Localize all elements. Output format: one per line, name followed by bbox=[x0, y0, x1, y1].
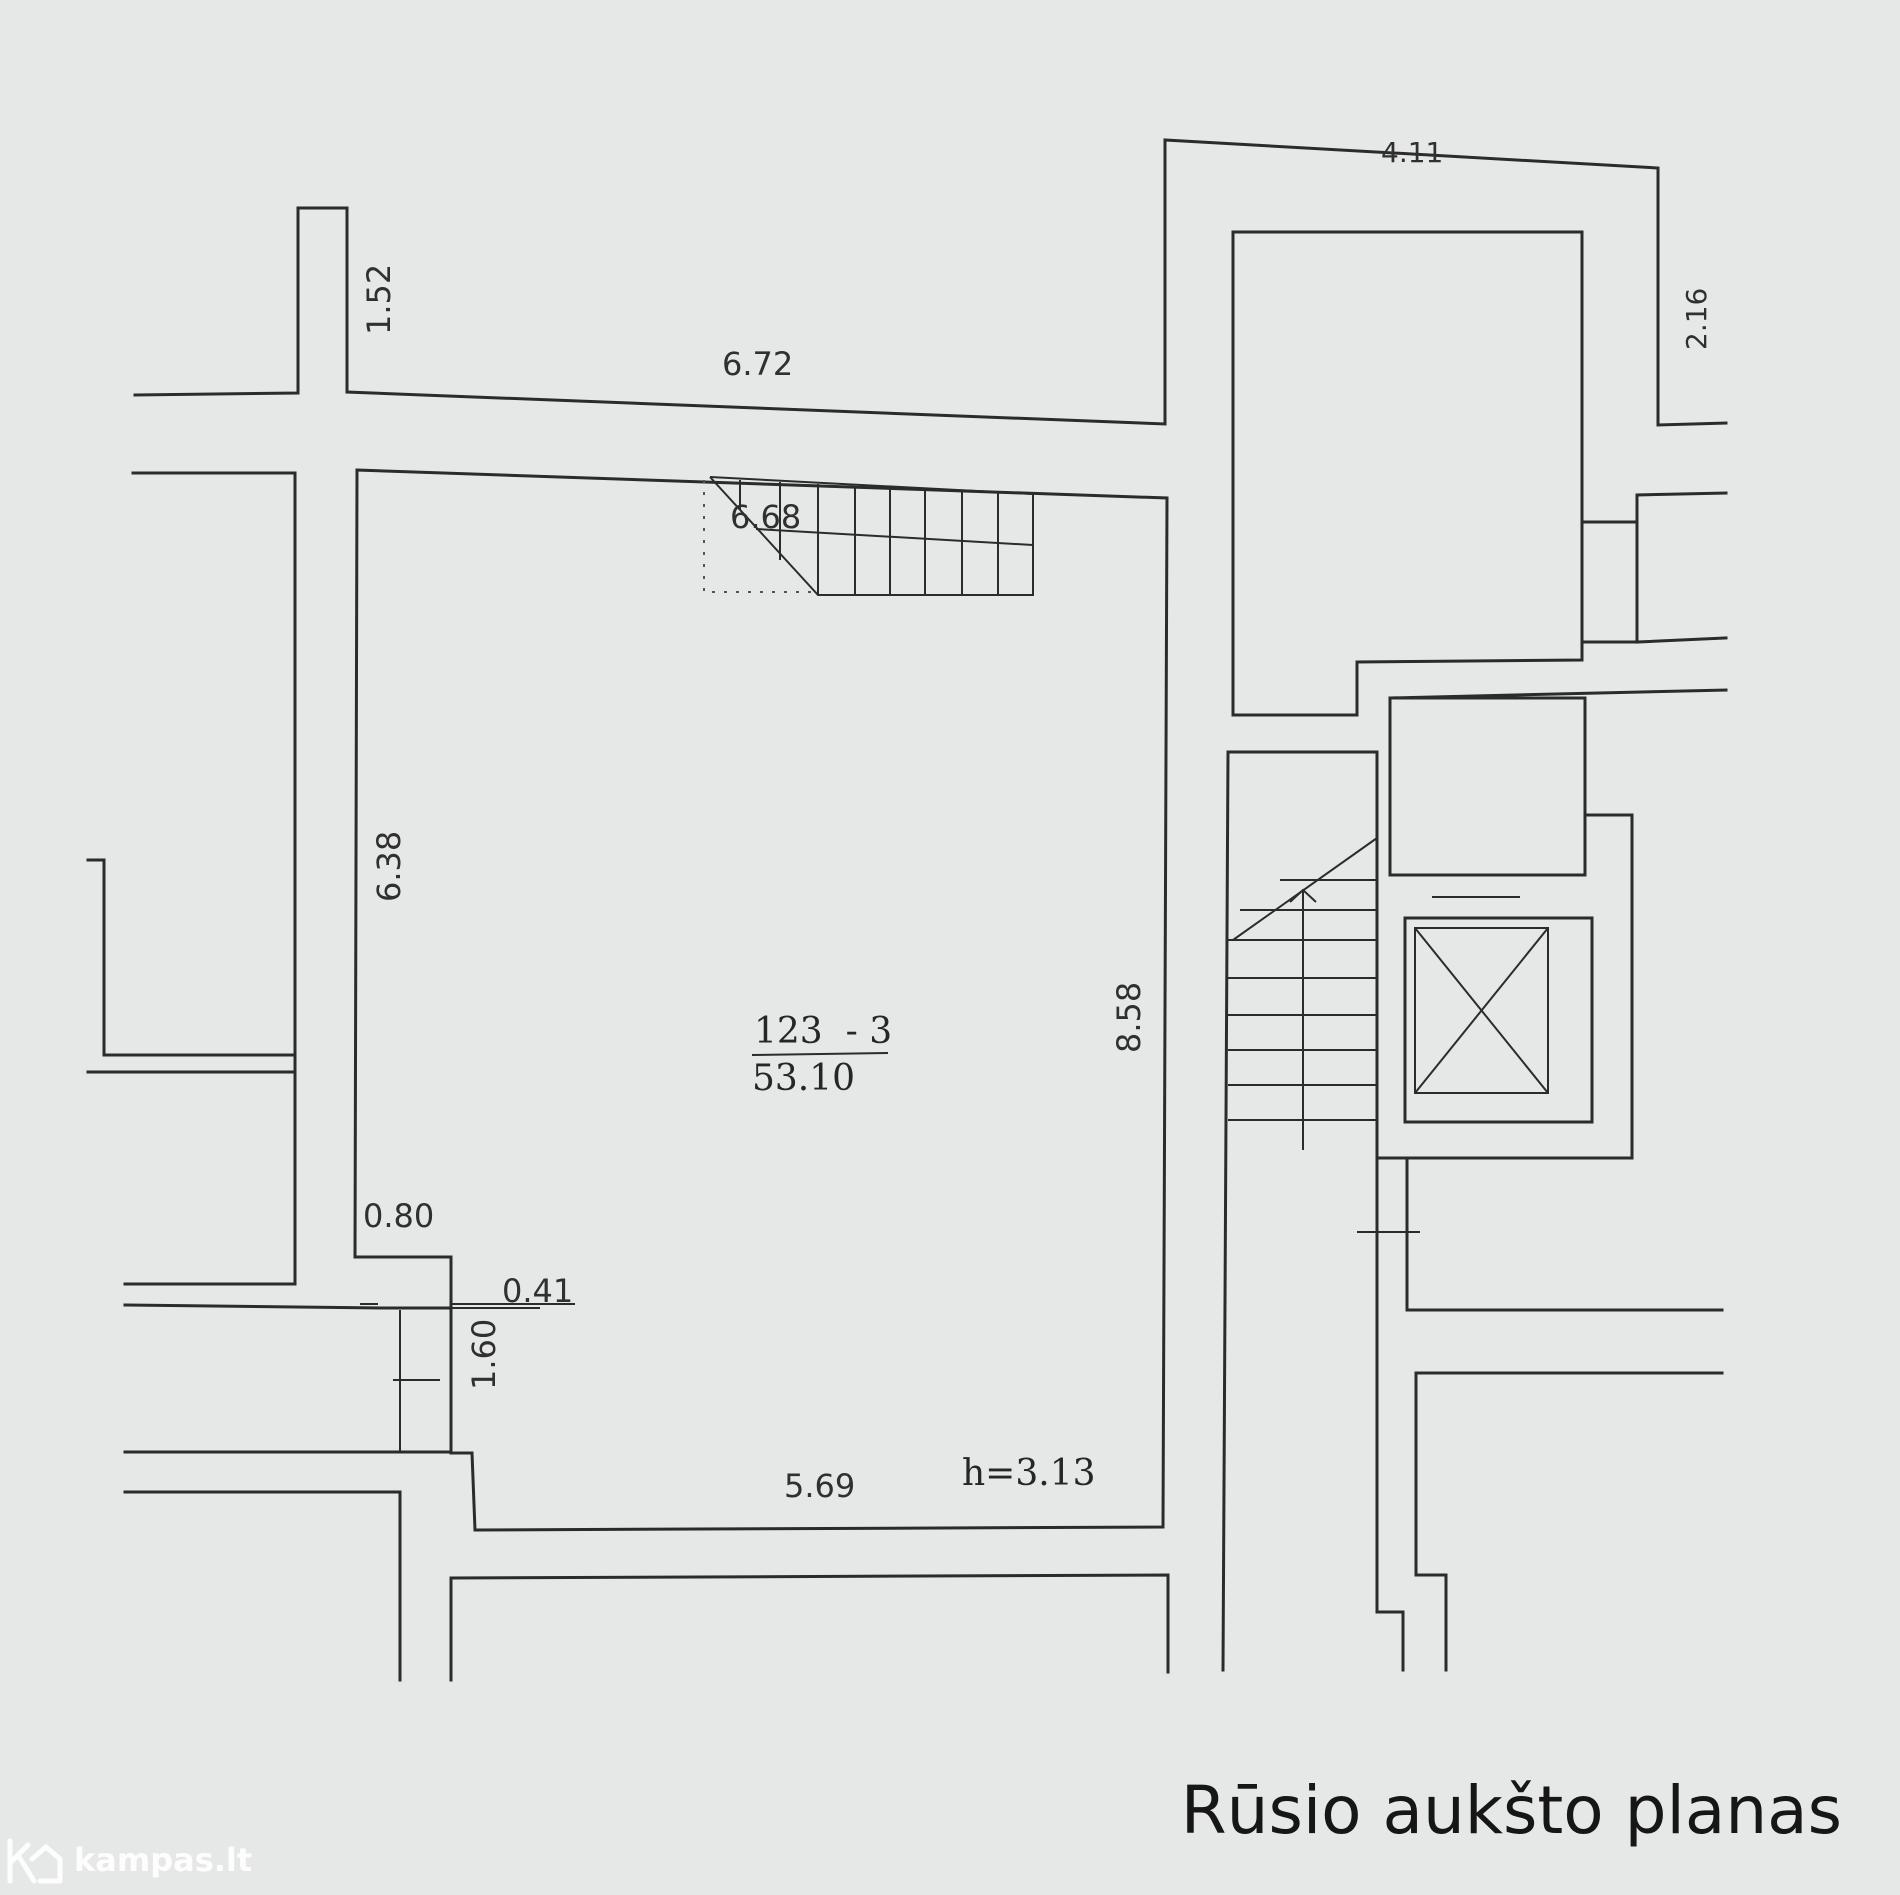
wall-left-block-3 bbox=[86, 1070, 297, 1282]
house-k-logo-icon bbox=[7, 1838, 63, 1884]
wall-stairwell bbox=[1221, 696, 1634, 1672]
wall-lower-corridor-3 bbox=[123, 1490, 402, 1682]
dim-6-68: 6.68 bbox=[730, 498, 801, 536]
wall-left-block-2 bbox=[86, 858, 297, 1057]
wall-lift-shaft bbox=[1403, 916, 1594, 1124]
wall-lower-right-1 bbox=[1375, 1156, 1405, 1672]
stairs-top bbox=[703, 476, 1034, 596]
wall-right-stub-1 bbox=[1580, 491, 1728, 524]
outer-walls bbox=[86, 138, 1728, 1682]
right-walls bbox=[1221, 230, 1728, 1672]
wall-right-stub-2 bbox=[1580, 520, 1639, 644]
dim-1-60: 1.60 bbox=[465, 1319, 503, 1390]
wall-lower-corridor-4 bbox=[449, 1573, 1170, 1682]
dim-6-72: 6.72 bbox=[722, 345, 793, 383]
wall-right-shaft bbox=[1231, 230, 1584, 717]
dim-4-11: 4.11 bbox=[1381, 136, 1443, 169]
wall-right-stub-3 bbox=[1635, 636, 1728, 644]
dim-5-69: 5.69 bbox=[784, 1467, 855, 1505]
dim-8-58: 8.58 bbox=[1110, 982, 1148, 1053]
room-height: h=3.13 bbox=[962, 1453, 1096, 1494]
brand-watermark: kampas.lt bbox=[6, 1835, 252, 1885]
dim-1-52: 1.52 bbox=[360, 264, 398, 335]
wall-lift-block bbox=[1388, 696, 1587, 877]
plan-title: Rūsio aukšto planas bbox=[1180, 1772, 1842, 1849]
dim-6-38: 6.38 bbox=[370, 831, 408, 902]
dimension-labels: 1.52 6.72 4.11 2.16 6.68 6.38 8.58 0.80 … bbox=[360, 136, 1713, 1505]
dim-0-41: 0.41 bbox=[502, 1272, 573, 1310]
wall-top-left bbox=[133, 138, 1728, 427]
room-number: 123 - 3 bbox=[754, 1011, 892, 1052]
elevator-box bbox=[1414, 927, 1549, 1094]
room-area: 53.10 bbox=[752, 1058, 855, 1099]
room-label: 123 - 3 53.10 h=3.13 bbox=[751, 1011, 1096, 1494]
wall-left-main-edge bbox=[353, 468, 453, 1455]
wall-lower-right-3 bbox=[1414, 1371, 1724, 1672]
stairs-right bbox=[1228, 837, 1378, 1150]
brand-name: kampas.lt bbox=[74, 1841, 253, 1879]
wall-left-block-1 bbox=[123, 471, 297, 1286]
dim-2-16: 2.16 bbox=[1680, 288, 1713, 350]
dim-0-80: 0.80 bbox=[363, 1197, 434, 1235]
wall-lower-right-2 bbox=[1405, 1156, 1724, 1312]
